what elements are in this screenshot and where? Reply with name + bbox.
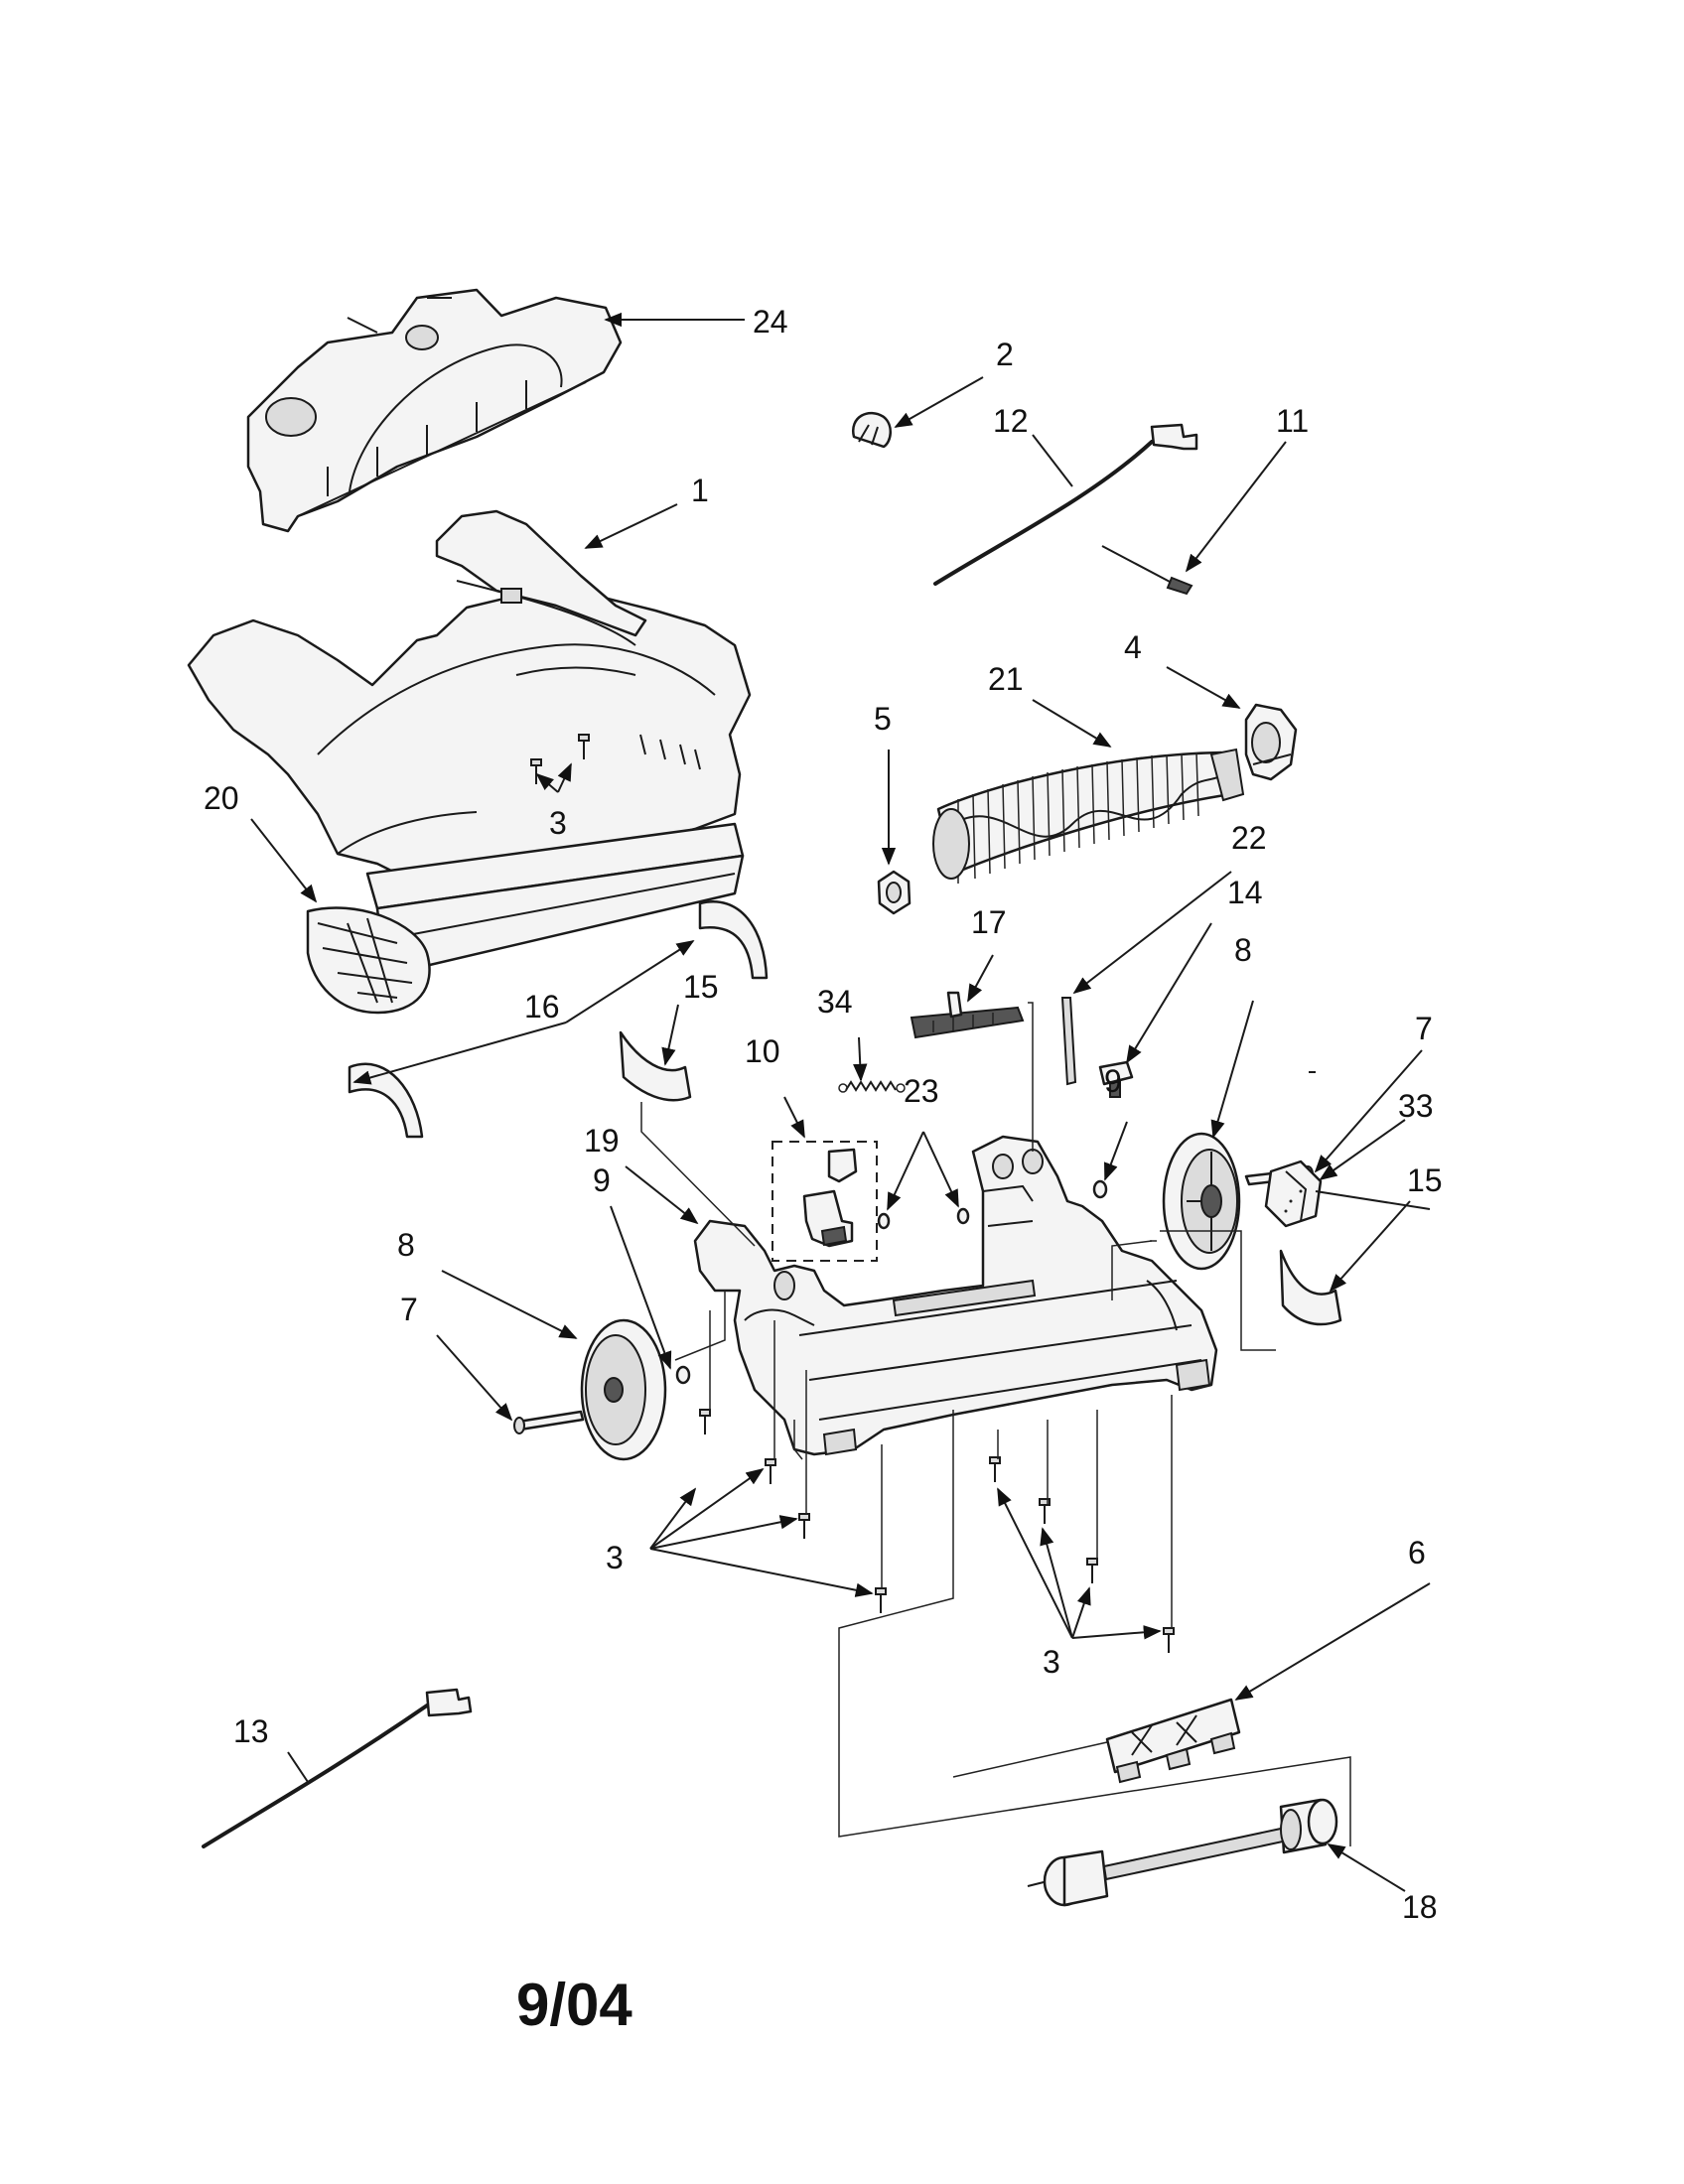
label-8-left: 8 [397, 1227, 415, 1263]
label-24: 24 [753, 304, 788, 340]
label-8-right: 8 [1234, 932, 1252, 968]
label-3-hood: 3 [549, 805, 567, 841]
label-20: 20 [204, 780, 239, 816]
label-9-right: 9 [1104, 1063, 1122, 1099]
part-33-filter-pad [1264, 1160, 1323, 1228]
label-16: 16 [524, 989, 560, 1024]
part-17-pedal [910, 991, 1025, 1039]
label-3-base-left: 3 [606, 1540, 624, 1575]
part-23-washers [877, 1207, 970, 1230]
part-labels: 24 1 2 12 11 4 21 5 3 20 22 14 17 34 8 1… [204, 304, 1443, 1925]
part-7-axle-left [513, 1410, 585, 1434]
label-7-right: 7 [1415, 1011, 1433, 1046]
part-3-screws-base [699, 1409, 1175, 1653]
label-22: 22 [1231, 820, 1267, 856]
label-14: 14 [1227, 875, 1263, 910]
part-8-wheel-left [580, 1318, 667, 1461]
part-10-switch-assembly [772, 1141, 878, 1262]
part-12-wire-lead [933, 423, 1198, 586]
part-6-brush-guard [1105, 1698, 1241, 1784]
label-34: 34 [817, 984, 853, 1020]
part-3-screws-hood [530, 734, 590, 784]
part-14-switch-clip [1098, 1060, 1134, 1098]
part-5-bearing [877, 870, 912, 915]
part-15-side-bumper [619, 1030, 1342, 1326]
part-2-cap [851, 411, 892, 449]
callout-arrows [250, 312, 1431, 1892]
part-24-hood-cover [246, 288, 623, 533]
label-17: 17 [971, 904, 1007, 940]
label-15-left: 15 [683, 969, 719, 1005]
part-11-cable-tie [1101, 545, 1193, 596]
part-18-agitator-shaft [1027, 1798, 1338, 1907]
label-13: 13 [233, 1713, 269, 1749]
part-9-washers [675, 1179, 1108, 1385]
label-6: 6 [1408, 1535, 1426, 1570]
part-20-headlight-lens [306, 906, 431, 1015]
label-15-right: 15 [1407, 1162, 1443, 1198]
label-3-base-right: 3 [1043, 1644, 1060, 1680]
part-1-hood-base [187, 509, 752, 970]
reference-lines [640, 1002, 1351, 1846]
label-9-left: 9 [593, 1162, 611, 1198]
label-12: 12 [993, 403, 1029, 439]
part-4-end-cap [1244, 703, 1298, 781]
label-11: 11 [1276, 403, 1309, 439]
label-33: 33 [1398, 1088, 1434, 1124]
label-2: 2 [996, 337, 1014, 372]
part-34-spring [838, 1080, 906, 1093]
part-13-wire-lead [202, 1688, 473, 1848]
label-19: 19 [584, 1123, 620, 1159]
label-18: 18 [1402, 1889, 1438, 1925]
part-21-brushroll [932, 748, 1245, 884]
label-23: 23 [904, 1073, 939, 1109]
part-22-spring-clip [1060, 997, 1077, 1086]
footer-date: 9/04 [516, 1972, 632, 2038]
label-4: 4 [1124, 629, 1142, 665]
label-5: 5 [874, 701, 892, 737]
part-8-wheel-right [1162, 1132, 1241, 1271]
part-19-base-housing [693, 1135, 1218, 1456]
label-7-left: 7 [400, 1292, 418, 1327]
label-10: 10 [745, 1033, 780, 1069]
label-21: 21 [988, 661, 1024, 697]
label-1: 1 [691, 473, 709, 508]
